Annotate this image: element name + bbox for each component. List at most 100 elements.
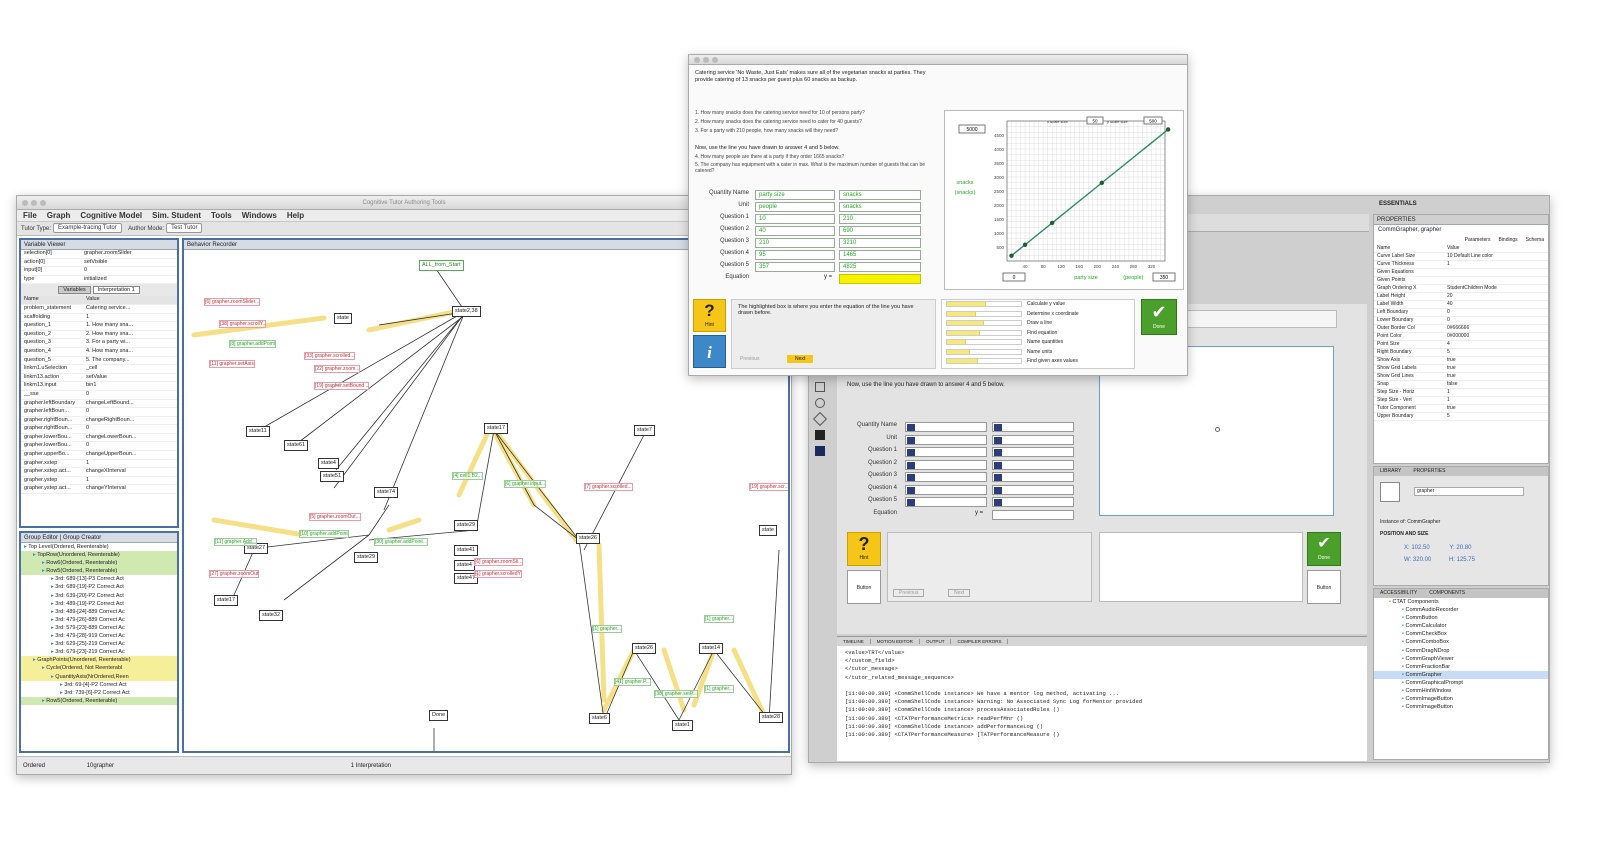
- next-button[interactable]: Next: [948, 589, 971, 597]
- previous-button[interactable]: Previous: [893, 589, 925, 597]
- stage-field[interactable]: [905, 434, 987, 445]
- components-tab[interactable]: ACCESSIBILITY: [1380, 590, 1418, 596]
- answer-cell[interactable]: 210: [839, 214, 921, 224]
- graph-point[interactable]: [1049, 220, 1055, 226]
- group-tree-item[interactable]: ▸ 3rd: 689-[13]-P3 Correct Act: [21, 575, 177, 583]
- graph-node[interactable]: state11: [246, 426, 270, 437]
- component-item[interactable]: ▪ CommHintWindow: [1374, 687, 1548, 695]
- tutor-next-button[interactable]: Next: [787, 355, 814, 363]
- properties-tab[interactable]: Bindings: [1498, 237, 1518, 243]
- info-icon[interactable]: i: [693, 335, 726, 368]
- console-tab[interactable]: COMPILER ERRORS: [951, 639, 1009, 644]
- stage-field[interactable]: [905, 422, 987, 432]
- x-value[interactable]: 102.50: [1411, 545, 1430, 551]
- graph-node[interactable]: state14: [699, 643, 724, 654]
- component-item[interactable]: ▪ CommGraphViewer: [1374, 655, 1548, 663]
- menu-item-windows[interactable]: Windows: [241, 211, 277, 220]
- menu-item-sim-student[interactable]: Sim. Student: [152, 211, 202, 220]
- x-low-field[interactable]: [1002, 272, 1026, 282]
- graph-node[interactable]: state29: [354, 552, 379, 563]
- x-scale-field[interactable]: [1086, 116, 1104, 125]
- variable-row[interactable]: grapher.xstep.act...changeXInterval: [21, 468, 177, 477]
- stage-field[interactable]: [905, 497, 987, 507]
- component-item[interactable]: ▪ CommImageButton: [1374, 695, 1548, 703]
- group-tree-item[interactable]: ▸ 3rd: 479-[28]-919 Correct Ac: [21, 632, 177, 640]
- answer-cell[interactable]: snacks: [839, 202, 921, 212]
- tutor-hint-button[interactable]: ?Hint: [693, 299, 726, 332]
- group-tree-item[interactable]: ▸ QuantityAxis(NrOrdered,Reen: [21, 672, 177, 681]
- generic-button-2[interactable]: Button: [1307, 570, 1341, 604]
- graph-node[interactable]: state17: [214, 595, 239, 606]
- library-tab[interactable]: PROPERTIES: [1413, 468, 1446, 474]
- instance-name-field[interactable]: grapher: [1414, 487, 1524, 496]
- graph-node-done[interactable]: Done: [429, 710, 449, 721]
- answer-cell[interactable]: 95: [755, 250, 835, 260]
- graph-node[interactable]: state: [334, 313, 352, 324]
- essentials-menu[interactable]: ESSENTIALS: [1379, 201, 1417, 207]
- group-tree-item[interactable]: ▸ 3rd: 739-[6]-P2 Correct Act: [21, 689, 177, 697]
- answer-cell[interactable]: 357: [755, 262, 835, 272]
- graph-node[interactable]: state4: [454, 560, 475, 571]
- fill-color-icon[interactable]: [815, 446, 825, 456]
- pen-tool-icon[interactable]: [812, 411, 828, 427]
- variable-row[interactable]: grapher.leftBoun...0: [21, 408, 177, 417]
- y-scale-field[interactable]: [1143, 116, 1163, 125]
- answer-cell[interactable]: 4825: [839, 262, 921, 272]
- generic-button[interactable]: Button: [847, 570, 881, 604]
- variable-row[interactable]: grapher.rightBoun...0: [21, 425, 177, 434]
- stage-field[interactable]: [992, 459, 1074, 470]
- variable-row[interactable]: grapher.lowerBou...changeLowerBoun...: [21, 434, 177, 443]
- group-tree-item[interactable]: ▸ 3rd: 489-[24]-889 Correct Ac: [21, 608, 177, 616]
- stage-field[interactable]: [992, 434, 1074, 445]
- component-item[interactable]: ▪ CommButton: [1374, 614, 1548, 622]
- equation-field[interactable]: [992, 509, 1074, 520]
- oval-tool-icon[interactable]: [815, 398, 825, 408]
- variable-row[interactable]: linkm1.uSelection_cell: [21, 365, 177, 374]
- group-tree-item[interactable]: ▸ 3rd: 639-[20]-P2 Correct Act: [21, 592, 177, 600]
- answer-cell[interactable]: party size: [755, 190, 835, 200]
- graph-node[interactable]: state74: [374, 487, 399, 498]
- answer-cell[interactable]: 3210: [839, 238, 921, 248]
- group-tree-item[interactable]: ▸ TopRow(Unordered, Reenterable): [21, 551, 177, 560]
- menu-item-cognitive-model[interactable]: Cognitive Model: [80, 211, 143, 220]
- component-item[interactable]: ▪ CTAT Components: [1374, 598, 1548, 606]
- console-tab[interactable]: TIMELINE: [837, 639, 871, 644]
- component-item[interactable]: ▪ CommCheckBox: [1374, 630, 1548, 638]
- group-tree-item[interactable]: ▸ Row5(Ordered, Reenterable): [21, 696, 177, 705]
- graph-node[interactable]: state2,38: [452, 306, 481, 317]
- graph-point[interactable]: [1099, 180, 1104, 186]
- graph-node[interactable]: state7: [634, 425, 655, 436]
- author-mode-select[interactable]: Test Tutor: [166, 223, 203, 234]
- component-item[interactable]: ▪ CommGraphicalPrompt: [1374, 679, 1548, 687]
- group-tree-item[interactable]: ▸ 3rd: 69-[4]-P2 Correct Act: [21, 681, 177, 689]
- w-value[interactable]: 320.00: [1412, 557, 1432, 563]
- stage-field[interactable]: [905, 472, 987, 482]
- graph-node[interactable]: state26: [576, 533, 601, 544]
- graph-node[interactable]: state26: [632, 643, 657, 654]
- answer-cell[interactable]: people: [755, 202, 835, 212]
- graph-node[interactable]: state: [759, 525, 777, 536]
- graph-point[interactable]: [1009, 253, 1014, 258]
- group-tree-item[interactable]: ▸ GraphPoints(Unordered, Reenterable): [21, 656, 177, 665]
- console-tab[interactable]: OUTPUT: [919, 639, 952, 644]
- stage-field[interactable]: [992, 484, 1074, 495]
- variable-row[interactable]: grapher.upperBo...changeUpperBoun...: [21, 451, 177, 460]
- stage-field[interactable]: [905, 459, 987, 470]
